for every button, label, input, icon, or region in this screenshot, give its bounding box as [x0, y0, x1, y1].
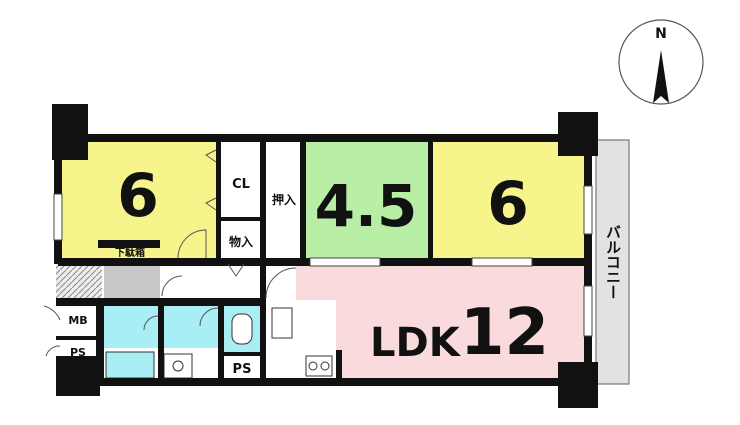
washbasin [163, 353, 193, 379]
door-arc [199, 307, 219, 327]
stove-icon [305, 355, 333, 377]
wall-storage-top [216, 217, 264, 221]
balcony [595, 139, 630, 385]
compass-north-label: N [655, 26, 667, 42]
window [583, 285, 593, 337]
burner-icon [308, 361, 318, 371]
ps-right-label: PS [233, 362, 252, 377]
wall-right [584, 134, 592, 386]
hallway [160, 264, 260, 296]
storage [220, 220, 260, 260]
wall-top [52, 134, 592, 142]
entrance-hatch [56, 264, 102, 298]
door-arc [43, 305, 61, 321]
washbasin-drain-icon [172, 360, 184, 372]
wall-toilet-right [260, 266, 266, 382]
western-room-left-size: 6 [117, 161, 159, 231]
wall-entrance [56, 298, 266, 306]
windows [53, 185, 593, 337]
wall-bottom [56, 378, 592, 386]
bathroom [164, 306, 218, 348]
door-swings [43, 229, 297, 357]
door-arc [45, 345, 61, 357]
shoe-box-label: 下駄箱 [115, 246, 145, 259]
japanese-room-size: 4.5 [315, 172, 418, 240]
wall-ps-top [222, 352, 264, 356]
storage-label: 物入 [229, 234, 253, 249]
window [309, 257, 381, 267]
ldk-room [296, 266, 584, 380]
mb-label: MB [68, 314, 87, 327]
door-arc [265, 267, 297, 299]
washroom [104, 306, 160, 348]
toilet-bowl-icon [231, 313, 253, 345]
oshiire [266, 142, 300, 260]
folding-door-icon [227, 263, 245, 277]
closet-label: CL [232, 177, 250, 192]
ldk-size: 12 [460, 296, 549, 370]
compass: N [618, 19, 704, 105]
sink-icon [271, 307, 293, 339]
oshiire-label: 押入 [272, 192, 296, 207]
bathtub [105, 351, 155, 379]
wall-closet-left [216, 142, 221, 260]
wall-kitchen [336, 350, 342, 380]
column-top-right [558, 112, 598, 156]
north-arrow-icon [653, 50, 669, 103]
closet [220, 142, 260, 218]
column-bottom-left [56, 356, 100, 396]
wall-wet-mid1 [158, 306, 164, 382]
entrance [104, 264, 160, 298]
wall-shoebox [98, 240, 160, 248]
wall-wet-mid2 [218, 306, 224, 382]
wall-japanese-left [300, 142, 306, 264]
folding-door-icon [205, 197, 217, 211]
door-arc [177, 229, 207, 259]
columns [52, 104, 598, 408]
ldk-prefix: LDK [370, 320, 462, 366]
window [583, 185, 593, 235]
column-top-left [52, 104, 88, 160]
wall-mb-bottom [56, 336, 100, 340]
western-room-right [432, 142, 584, 260]
door-arc [143, 315, 159, 331]
wall-japanese-right [428, 142, 433, 264]
western-room-right-size: 6 [487, 169, 529, 239]
wall-closet-right [260, 142, 266, 264]
window [53, 193, 63, 241]
column-bottom-right [558, 362, 598, 408]
balcony-label: バルコニー [604, 225, 622, 300]
burner-icon [320, 361, 330, 371]
folding-door-icon [205, 149, 217, 163]
closet-door-marks [205, 149, 245, 277]
ps-left-label: PS [70, 346, 86, 359]
window [471, 257, 533, 267]
door-arc [161, 275, 183, 297]
japanese-room [306, 142, 428, 260]
